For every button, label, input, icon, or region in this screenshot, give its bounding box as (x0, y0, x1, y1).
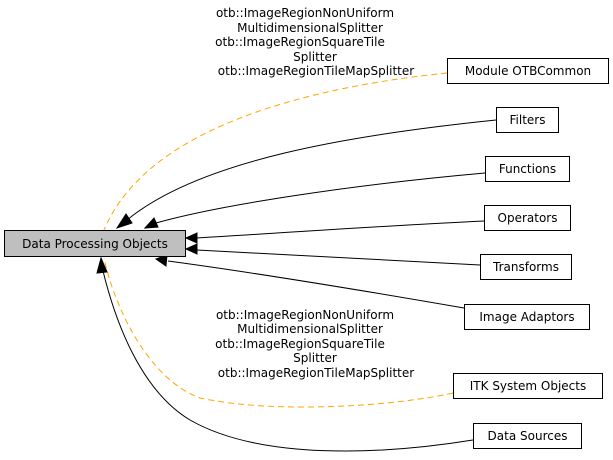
node-label: Data Sources (488, 429, 568, 443)
node-itk-system-objects[interactable]: ITK System Objects (453, 373, 603, 399)
edge-adaptors (167, 260, 465, 309)
edge-label-line: otb::ImageRegionSquareTile (215, 35, 385, 49)
edge-label-top: otb::ImageRegionNonUniform Multidimensio… (215, 6, 414, 78)
node-transforms[interactable]: Transforms (480, 254, 572, 280)
edge-label-line: otb::ImageRegionTileMapSplitter (218, 64, 414, 78)
arrowhead-functions (143, 217, 159, 229)
edge-label-bottom: otb::ImageRegionNonUniform Multidimensio… (215, 308, 414, 380)
node-label: Functions (499, 162, 556, 176)
node-label: Image Adaptors (479, 310, 574, 324)
node-filters[interactable]: Filters (496, 107, 559, 133)
edge-filters (126, 119, 497, 221)
node-label: Operators (498, 211, 558, 225)
node-data-processing-objects[interactable]: Data Processing Objects (4, 230, 186, 257)
arrowhead-filters (115, 213, 133, 229)
edge-label-line: otb::ImageRegionSquareTile (215, 337, 385, 351)
edge-transforms (196, 249, 481, 266)
node-label: Data Processing Objects (22, 237, 168, 251)
node-label: Module OTBCommon (465, 64, 591, 78)
edge-label-line: otb::ImageRegionTileMapSplitter (218, 366, 414, 380)
node-functions[interactable]: Functions (485, 156, 570, 182)
arrowhead-transforms (184, 243, 198, 255)
arrowhead-sources (96, 256, 108, 274)
edge-label-line: MultidimensionalSplitter (237, 322, 383, 336)
node-module-otbcommon[interactable]: Module OTBCommon (447, 58, 609, 84)
edge-label-line: MultidimensionalSplitter (237, 21, 383, 35)
edge-sources (102, 270, 474, 452)
node-label: Transforms (492, 260, 559, 274)
edge-operators (196, 220, 485, 239)
edge-functions (155, 172, 486, 224)
node-data-sources[interactable]: Data Sources (473, 423, 582, 449)
edges (96, 72, 497, 452)
edge-otbcommon (103, 72, 448, 231)
node-operators[interactable]: Operators (484, 205, 571, 231)
edge-label-line: Splitter (293, 351, 337, 365)
arrowhead-operators (184, 232, 198, 244)
edge-label-line: otb::ImageRegionNonUniform (216, 308, 394, 322)
node-label: Filters (510, 113, 546, 127)
node-image-adaptors[interactable]: Image Adaptors (464, 304, 590, 330)
node-label: ITK System Objects (470, 379, 586, 393)
edge-label-line: otb::ImageRegionNonUniform (216, 6, 394, 20)
edge-label-line: Splitter (293, 50, 337, 64)
